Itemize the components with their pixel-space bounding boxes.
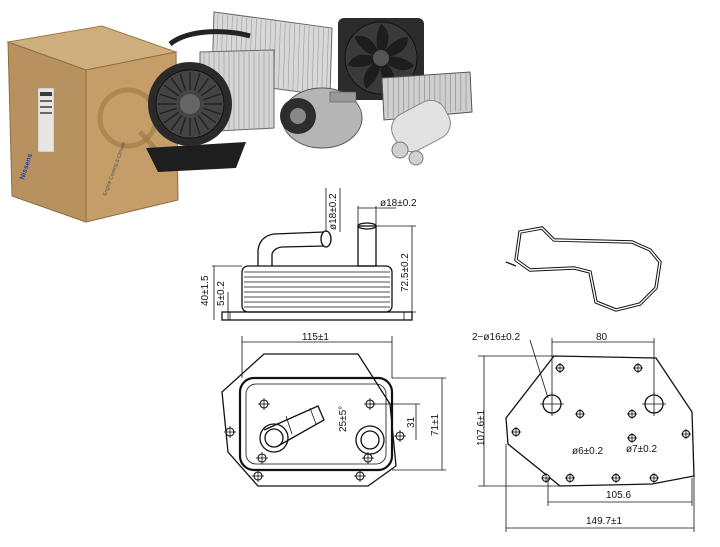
- dim-hole-small: ø6±0.2: [572, 446, 603, 457]
- right-pipe: [357, 225, 377, 267]
- cooler-fins: [244, 271, 390, 308]
- dim-pipe-angle: 25±5°: [338, 406, 349, 432]
- blower-motor-image: [146, 62, 246, 172]
- heater-core-image: [381, 71, 473, 121]
- dim-total-height: 72.5±0.2: [400, 253, 411, 292]
- receiver-dryer-image: [391, 99, 451, 166]
- ac-compressor-image: [280, 87, 363, 149]
- dim-body-height: 40±1.5: [200, 275, 211, 306]
- top-body-outline: [238, 376, 394, 472]
- dim-top-height: 71±1: [430, 413, 441, 436]
- gasket-drawing: [505, 226, 662, 312]
- dim-hole-mid: ø7±0.2: [626, 444, 657, 455]
- dim-port-spacing: 80: [596, 332, 608, 343]
- dim-top-offset: 31: [406, 416, 417, 428]
- dim-bottom-height: 107.6±1: [476, 409, 487, 446]
- dim-port-dia: 2−ø16±0.2: [472, 332, 520, 343]
- dim-base-thickness: 5±0.2: [216, 281, 227, 306]
- dim-bottom-width: 149.7±1: [586, 516, 623, 527]
- bottom-flange-outline: [505, 355, 695, 487]
- dim-left-pipe-dia: ø18±0.2: [328, 193, 339, 230]
- dim-right-pipe-dia: ø18±0.2: [380, 198, 417, 209]
- dim-top-width: 115±1: [302, 332, 329, 343]
- cooler-body: [241, 265, 393, 313]
- dim-hole-spacing: 105.6: [606, 490, 631, 501]
- product-photo: Nissens Engine Cooling & Climate: [6, 11, 473, 223]
- bottom-view-drawing: 80 2−ø16±0.2 107.6±1 ø6±0.2 ø7±0.2 105.6…: [472, 332, 695, 532]
- top-view-drawing: 115±1 71±1 31 25±5°: [221, 332, 446, 487]
- left-pipe: [257, 231, 325, 266]
- side-view-drawing: ø18±0.2 ø18±0.2 72.5±0.2 40±1.5 5±0.2: [200, 188, 417, 321]
- top-bolt-holes: [224, 398, 406, 482]
- base-plate: [221, 311, 413, 321]
- cardboard-box: Nissens Engine Cooling & Climate: [6, 25, 179, 223]
- top-flange-outline: [221, 353, 397, 487]
- bottom-bolt-holes: [511, 363, 691, 483]
